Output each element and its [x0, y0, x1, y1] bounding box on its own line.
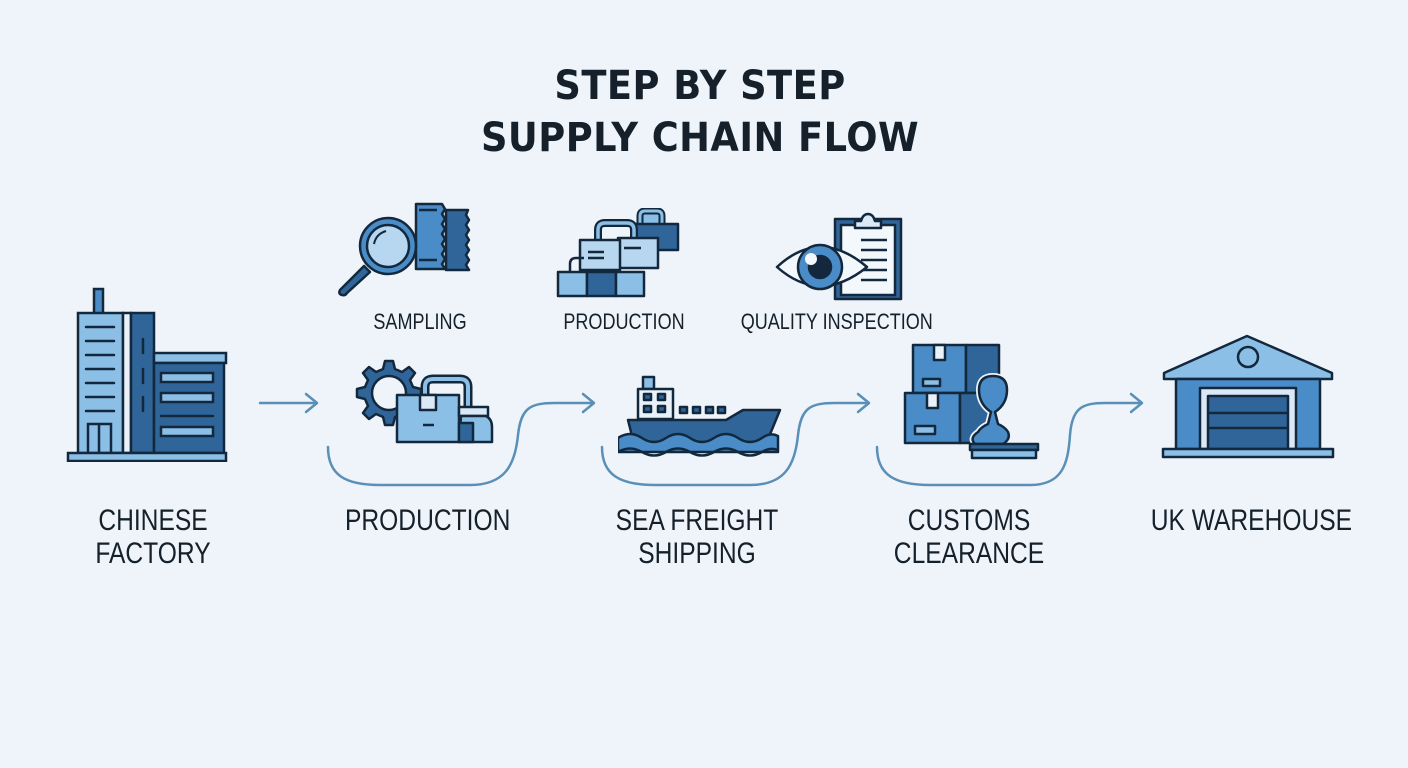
step-label-line: CLEARANCE: [893, 537, 1045, 570]
magnifier-fabric-samples-icon: [338, 202, 471, 297]
warehouse-icon: [1161, 334, 1335, 459]
step-label-sea-freight-shipping: SEA FREIGHT SHIPPING: [615, 504, 779, 570]
title-line-1: STEP BY STEP: [554, 63, 846, 109]
briefcases-packages-icon: [556, 208, 680, 298]
arrow-factory-to-production: [258, 392, 319, 414]
step-label-line: UK WAREHOUSE: [1150, 504, 1353, 537]
boxes-stamp-icon: [903, 343, 1040, 460]
step-label-customs-clearance: CUSTOMS CLEARANCE: [887, 504, 1051, 570]
diagram-title: STEP BY STEP SUPPLY CHAIN FLOW: [56, 60, 1344, 164]
connector-shipping-to-customs: [600, 392, 871, 487]
connector-customs-to-warehouse: [875, 392, 1144, 487]
eye-clipboard-icon: [775, 212, 903, 301]
sub-step-label-production: PRODUCTION: [563, 309, 685, 334]
step-label-line: FACTORY: [95, 537, 211, 570]
sub-step-label-sampling: SAMPLING: [373, 309, 467, 334]
step-label-production: PRODUCTION: [345, 504, 511, 537]
step-label-line: SEA FREIGHT: [615, 504, 779, 537]
gear-package-icon: [355, 359, 494, 444]
cargo-ship-icon: [618, 375, 782, 457]
connector-production-to-shipping: [326, 392, 596, 487]
step-label-uk-warehouse: UK WAREHOUSE: [1150, 504, 1353, 537]
step-label-line: CUSTOMS: [907, 504, 1031, 537]
title-line-2: SUPPLY CHAIN FLOW: [480, 115, 920, 161]
step-label-line: CHINESE: [98, 504, 208, 537]
step-label-line: PRODUCTION: [345, 504, 511, 537]
sub-step-label-quality-inspection: QUALITY INSPECTION: [740, 309, 933, 334]
factory-building-icon: [66, 287, 228, 462]
step-label-line: SHIPPING: [638, 537, 756, 570]
step-label-chinese-factory: CHINESE FACTORY: [87, 504, 218, 570]
